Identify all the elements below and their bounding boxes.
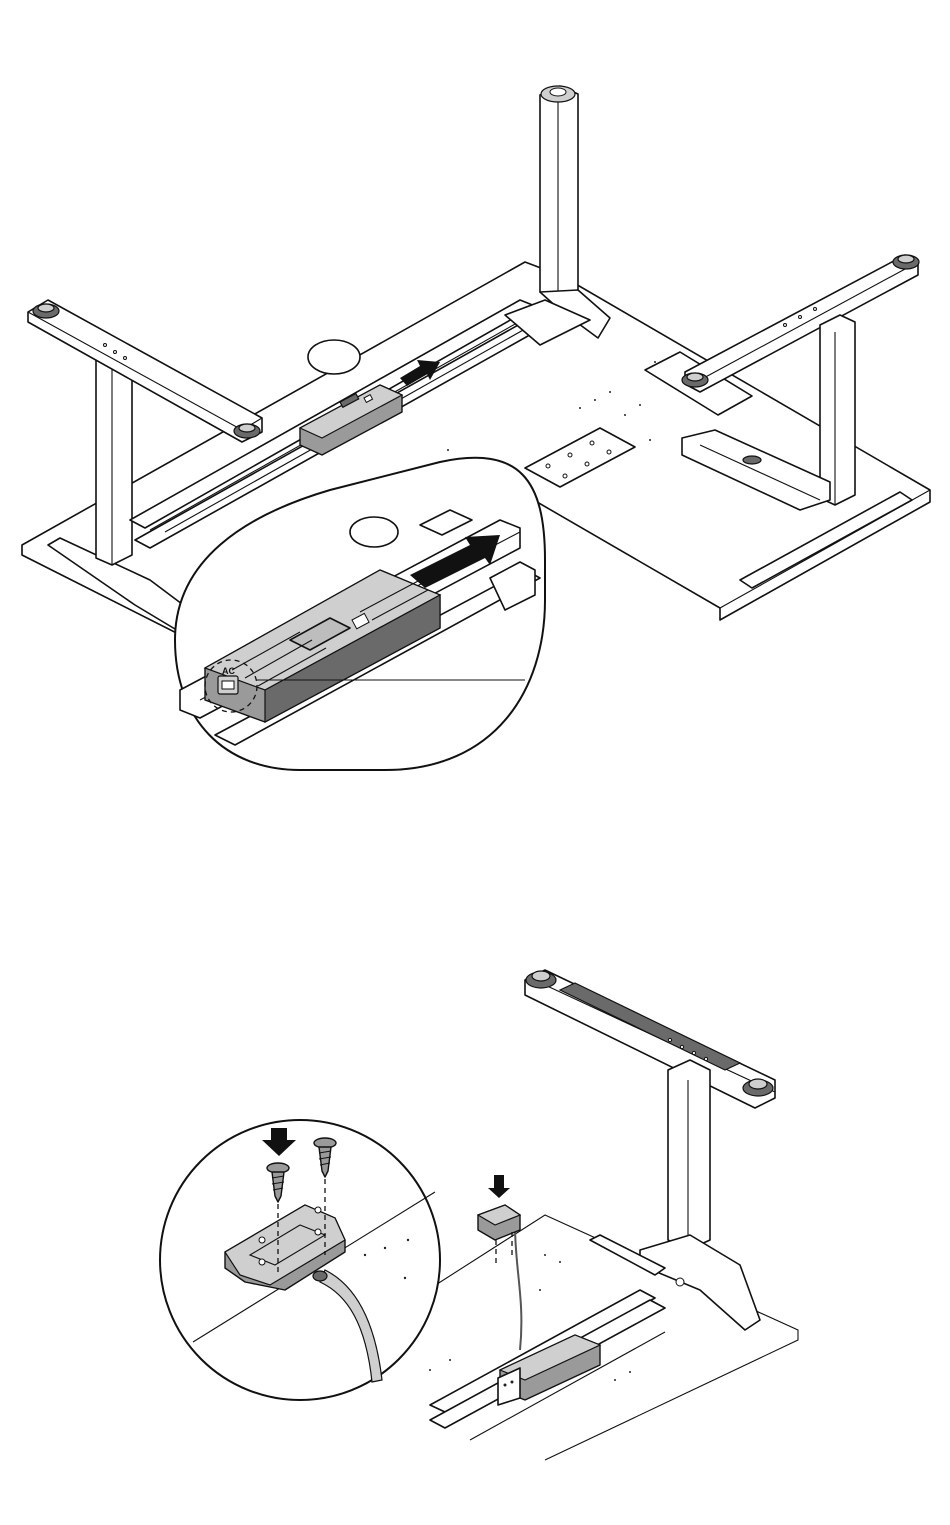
right-foot-pad-front [682, 373, 708, 387]
leg-column-b [590, 1060, 760, 1330]
grommet-marker [308, 340, 360, 374]
detail-circle-b [160, 1120, 440, 1400]
right-top-beam [685, 255, 918, 392]
left-top-beam [28, 300, 262, 442]
down-arrow-small [488, 1175, 510, 1198]
top-beam-b [525, 970, 775, 1108]
left-foot-pad-back [33, 304, 59, 318]
right-leg [820, 315, 855, 505]
ac-port-label: AC [222, 666, 235, 676]
figure-b-handset-install [160, 970, 798, 1460]
left-foot-pad-front [234, 424, 260, 438]
right-foot-pad-back [893, 255, 919, 269]
handset-cable [515, 1225, 521, 1350]
figure-a-desk-underside: AC [22, 86, 930, 770]
